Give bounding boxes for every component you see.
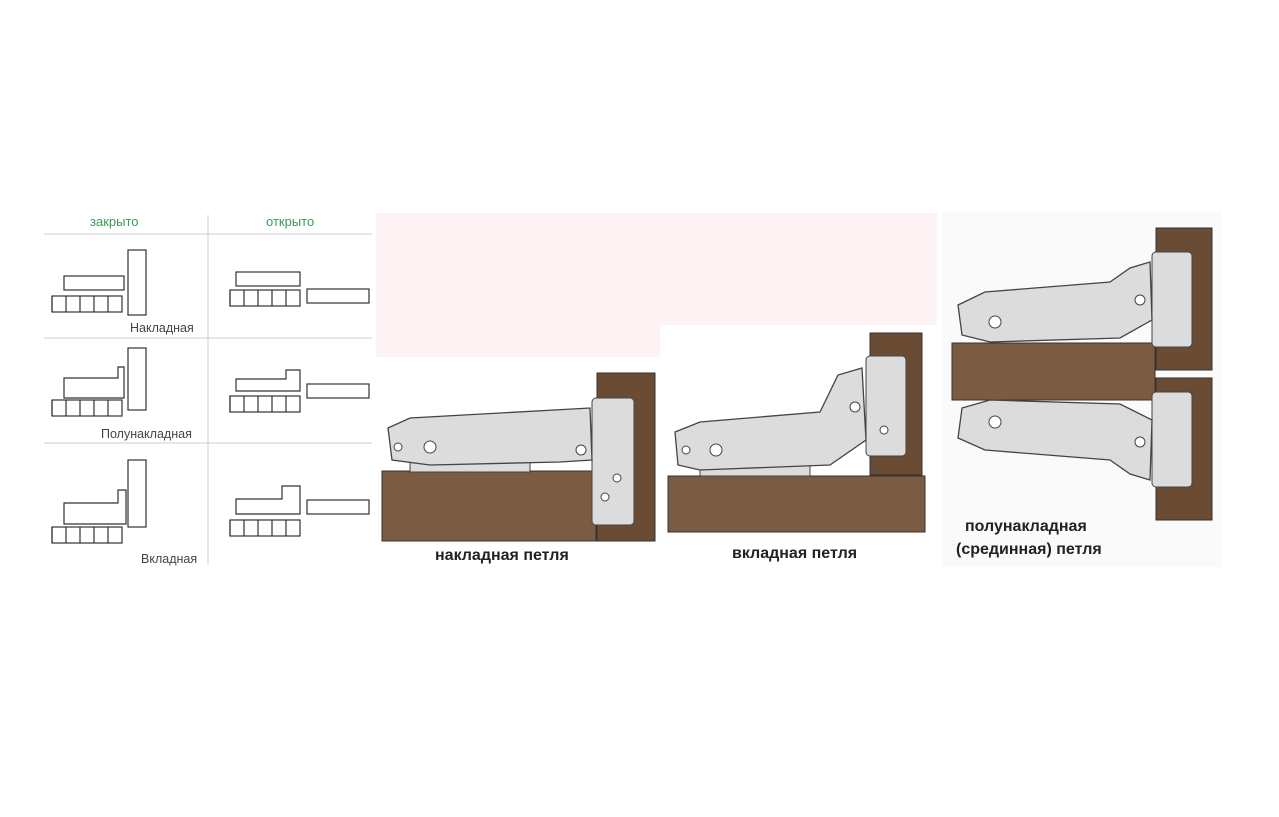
- row-label-inset: Вкладная: [141, 552, 198, 566]
- closed-inset-sketch: [51, 459, 147, 544]
- inset-hinge-illustration: [667, 332, 926, 533]
- half-overlay-hinge-illustration: [951, 227, 1213, 521]
- background-region: [376, 213, 937, 357]
- closed-overlay-sketch: [51, 249, 147, 316]
- caption-overlay-hinge: накладная петля: [435, 547, 569, 564]
- overlay-hinge-illustration: [381, 372, 656, 542]
- caption-inset-hinge: вкладная петля: [732, 545, 858, 562]
- caption-half-overlay-line2: (срединная) петля: [956, 541, 1102, 558]
- open-halfoverlay-sketch: [229, 369, 370, 413]
- closed-halfoverlay-sketch: [51, 347, 147, 417]
- open-overlay-sketch: [229, 271, 370, 307]
- header-closed: закрыто: [90, 214, 139, 229]
- comparison-table-grid: [44, 215, 372, 565]
- open-inset-sketch: [229, 485, 370, 537]
- caption-half-overlay-line1: полунакладная: [965, 518, 1087, 535]
- header-open: открыто: [266, 214, 315, 229]
- row-label-half-overlay: Полунакладная: [101, 427, 192, 441]
- row-label-overlay: Накладная: [130, 321, 194, 335]
